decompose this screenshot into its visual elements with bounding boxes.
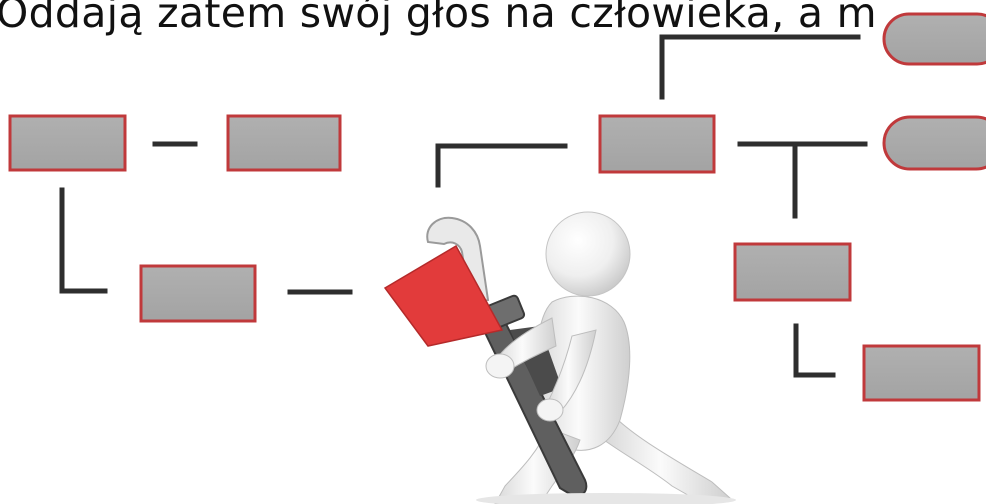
figure-head: [545, 211, 631, 297]
connector-lines: [59, 34, 868, 378]
figure-shadow: [476, 493, 736, 504]
3d-figure-with-pipe-wrench-icon: [383, 211, 736, 504]
chart-node-box: [8, 114, 127, 172]
chart-node-box: [226, 114, 342, 172]
connector-line: [59, 187, 108, 294]
chart-node-pill: [882, 12, 986, 66]
connector-line: [793, 323, 836, 378]
figure-back-leg: [603, 419, 732, 503]
chart-node-box: [862, 344, 981, 402]
red-flag-icon: [383, 244, 504, 347]
chart-node-box: [139, 264, 257, 323]
figure-hand: [536, 398, 564, 422]
chart-node-pill: [882, 115, 986, 171]
connector-line: [659, 34, 861, 100]
slide-caption-text: Oddają zatem swój głos na człowieka, a m: [0, 0, 877, 37]
connector-line: [435, 143, 568, 188]
chart-node-box: [733, 242, 852, 302]
chart-node-box: [598, 114, 716, 174]
chart-nodes: [8, 12, 986, 402]
figure-hand: [485, 353, 515, 379]
